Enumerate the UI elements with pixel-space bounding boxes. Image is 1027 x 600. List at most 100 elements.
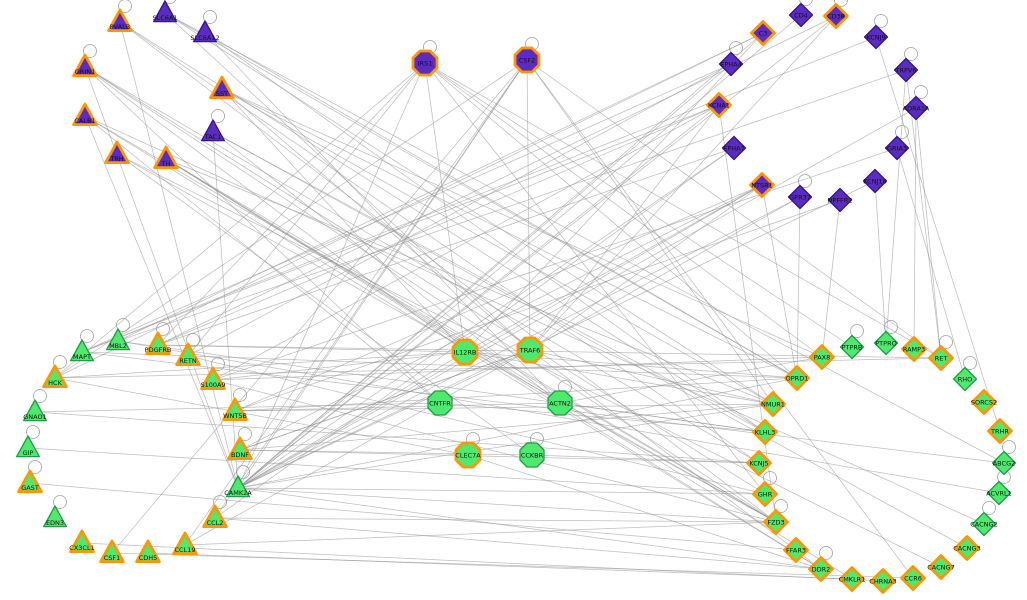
- node-GPR37[interactable]: GPR37: [787, 184, 813, 210]
- edge-pd11-go1[interactable]: [464, 184, 763, 353]
- node-CALB1[interactable]: CALB1: [72, 102, 98, 127]
- node-KLHL3[interactable]: KLHL3: [752, 419, 778, 445]
- edge-gt1-gd21[interactable]: [239, 449, 760, 464]
- edge-gt3-gd19[interactable]: [214, 517, 777, 523]
- edge-pt6-gt2[interactable]: [84, 115, 239, 489]
- edge-pd5-gt14[interactable]: [117, 69, 907, 342]
- edge-pt2-gd23[interactable]: [164, 12, 774, 405]
- node-RET[interactable]: RET: [928, 345, 954, 371]
- edge-gt10-gd20[interactable]: [27, 447, 766, 495]
- node-TRAF6[interactable]: TRAF6: [516, 336, 544, 364]
- edge-pt4-gd19[interactable]: [84, 66, 777, 523]
- edge-pd2-gt2[interactable]: [237, 14, 802, 489]
- edge-go5-gd17[interactable]: [467, 454, 822, 570]
- node-WNT5B[interactable]: WNT5B: [222, 397, 248, 422]
- node-SLC6A1[interactable]: SLC6A1: [152, 0, 178, 23]
- edge-gt2-gd24[interactable]: [237, 377, 798, 489]
- edge-pt5-gd24[interactable]: [221, 88, 798, 379]
- node-NPFFR2[interactable]: NPFFR2: [828, 187, 853, 213]
- edge-pd14-gt2[interactable]: [237, 63, 732, 489]
- edge-go2-gt2[interactable]: [237, 349, 531, 489]
- edge-pd6-gd5[interactable]: [915, 107, 942, 359]
- edge-pt2-gd9[interactable]: [164, 12, 1005, 464]
- edge-gt14-gd22[interactable]: [117, 340, 766, 433]
- node-ACTN2[interactable]: ACTN2: [547, 390, 573, 416]
- edge-pt7-gd22[interactable]: [212, 131, 766, 433]
- node-CNTFR[interactable]: CNTFR: [427, 390, 453, 416]
- edge-pd1-gt2[interactable]: [237, 32, 764, 489]
- edge-go4-gd1[interactable]: [559, 356, 823, 404]
- node-GNAO1[interactable]: GNAO1: [22, 399, 48, 422]
- edge-pd7-gd6[interactable]: [896, 147, 966, 380]
- edge-pt4-go1[interactable]: [84, 66, 466, 353]
- node-C3[interactable]: C3: [750, 20, 776, 46]
- edge-gt7-gd15[interactable]: [81, 542, 884, 582]
- edge-pd6-gt2[interactable]: [237, 107, 917, 489]
- edge-gt17-gd19[interactable]: [212, 379, 777, 523]
- node-PTPRB[interactable]: PTPRB: [839, 334, 865, 360]
- edge-go4-gd19[interactable]: [559, 402, 777, 523]
- node-DDR2[interactable]: DDR2: [808, 556, 834, 582]
- edge-go4-gt18[interactable]: [234, 402, 561, 412]
- edge-pd13-gt13[interactable]: [81, 104, 720, 353]
- edge-gt16-gd20[interactable]: [187, 355, 766, 495]
- node-CACNG7[interactable]: CACNG7: [927, 554, 955, 580]
- edge-gt18-gd24[interactable]: [234, 377, 798, 412]
- edge-pd11-gt18[interactable]: [234, 184, 763, 412]
- node-SST[interactable]: SST: [209, 75, 235, 100]
- edge-pt2-gd24[interactable]: [164, 12, 798, 379]
- node-ACVRL1[interactable]: ACVRL1: [986, 480, 1012, 506]
- node-CMKLR1[interactable]: CMKLR1: [839, 566, 866, 592]
- edge-pd4-gt13[interactable]: [81, 36, 877, 353]
- edge-pd8-gd3[interactable]: [874, 180, 887, 344]
- edge-pd13-gt2[interactable]: [237, 104, 720, 489]
- edge-go1-gt12[interactable]: [54, 351, 466, 379]
- edge-pd14-gt13[interactable]: [81, 63, 732, 353]
- edge-gt13-gd24[interactable]: [81, 351, 798, 379]
- edge-pt9-gd23[interactable]: [165, 158, 774, 405]
- edge-pd10-gd24[interactable]: [796, 196, 801, 379]
- edge-go6-gt1[interactable]: [239, 449, 533, 456]
- node-PTPRO[interactable]: PTPRO: [873, 330, 899, 356]
- node-BDNF[interactable]: BDNF: [227, 436, 253, 461]
- node-TH[interactable]: TH: [153, 145, 179, 170]
- node-CCL19[interactable]: CCL19: [172, 531, 198, 556]
- node-GRIN1[interactable]: GRIN1: [72, 53, 98, 78]
- edge-go1-gt2[interactable]: [237, 351, 466, 489]
- edge-pd11-gt2[interactable]: [237, 184, 763, 489]
- edge-gt2-gd17[interactable]: [237, 487, 822, 570]
- edge-po1-gd2[interactable]: [424, 62, 853, 348]
- edge-pt6-gd11[interactable]: [84, 115, 985, 525]
- edge-pt5-gd1[interactable]: [221, 88, 823, 358]
- node-IRS1[interactable]: IRS1: [411, 49, 439, 77]
- edge-gt14-gd10[interactable]: [117, 340, 1000, 494]
- edge-go1-gd23[interactable]: [464, 351, 774, 405]
- edge-pt1-gt2[interactable]: [119, 21, 239, 489]
- edge-gt9-gd18[interactable]: [29, 482, 797, 551]
- node-IL12RB[interactable]: IL12RB: [451, 338, 479, 366]
- edge-go2-gd23[interactable]: [529, 349, 774, 405]
- node-SLC6A12[interactable]: SLC6A12: [190, 20, 220, 43]
- edge-pt4-gd21[interactable]: [84, 66, 760, 464]
- node-GRIA3[interactable]: GRIA3: [884, 135, 910, 161]
- node-S100A9[interactable]: S100A9: [200, 366, 226, 391]
- node-PVALB[interactable]: PVALB: [107, 8, 133, 33]
- node-CCL2[interactable]: CCL2: [202, 504, 228, 529]
- edge-pt9-gd17[interactable]: [165, 158, 822, 570]
- node-RHO[interactable]: RHO: [952, 366, 978, 392]
- edge-pt5-gd23[interactable]: [221, 88, 774, 405]
- edge-pt8-gd19[interactable]: [116, 153, 777, 523]
- edge-pd7-gt17[interactable]: [212, 147, 898, 381]
- edge-gt1-gd23[interactable]: [239, 403, 774, 451]
- edge-go5-gt12[interactable]: [54, 377, 469, 456]
- node-MAPT[interactable]: MAPT: [69, 339, 95, 362]
- edge-pd12-gt15[interactable]: [157, 147, 735, 346]
- edge-pt5-go1[interactable]: [221, 88, 466, 353]
- edge-pd13-go2[interactable]: [529, 104, 720, 351]
- node-KCNJ16[interactable]: KCNJ16: [862, 168, 888, 194]
- edge-gt11-gd21[interactable]: [34, 411, 760, 464]
- node-GIP[interactable]: GIP: [15, 435, 41, 458]
- edge-gt13-gd9[interactable]: [81, 351, 1005, 464]
- edge-po2-gt6[interactable]: [111, 59, 528, 554]
